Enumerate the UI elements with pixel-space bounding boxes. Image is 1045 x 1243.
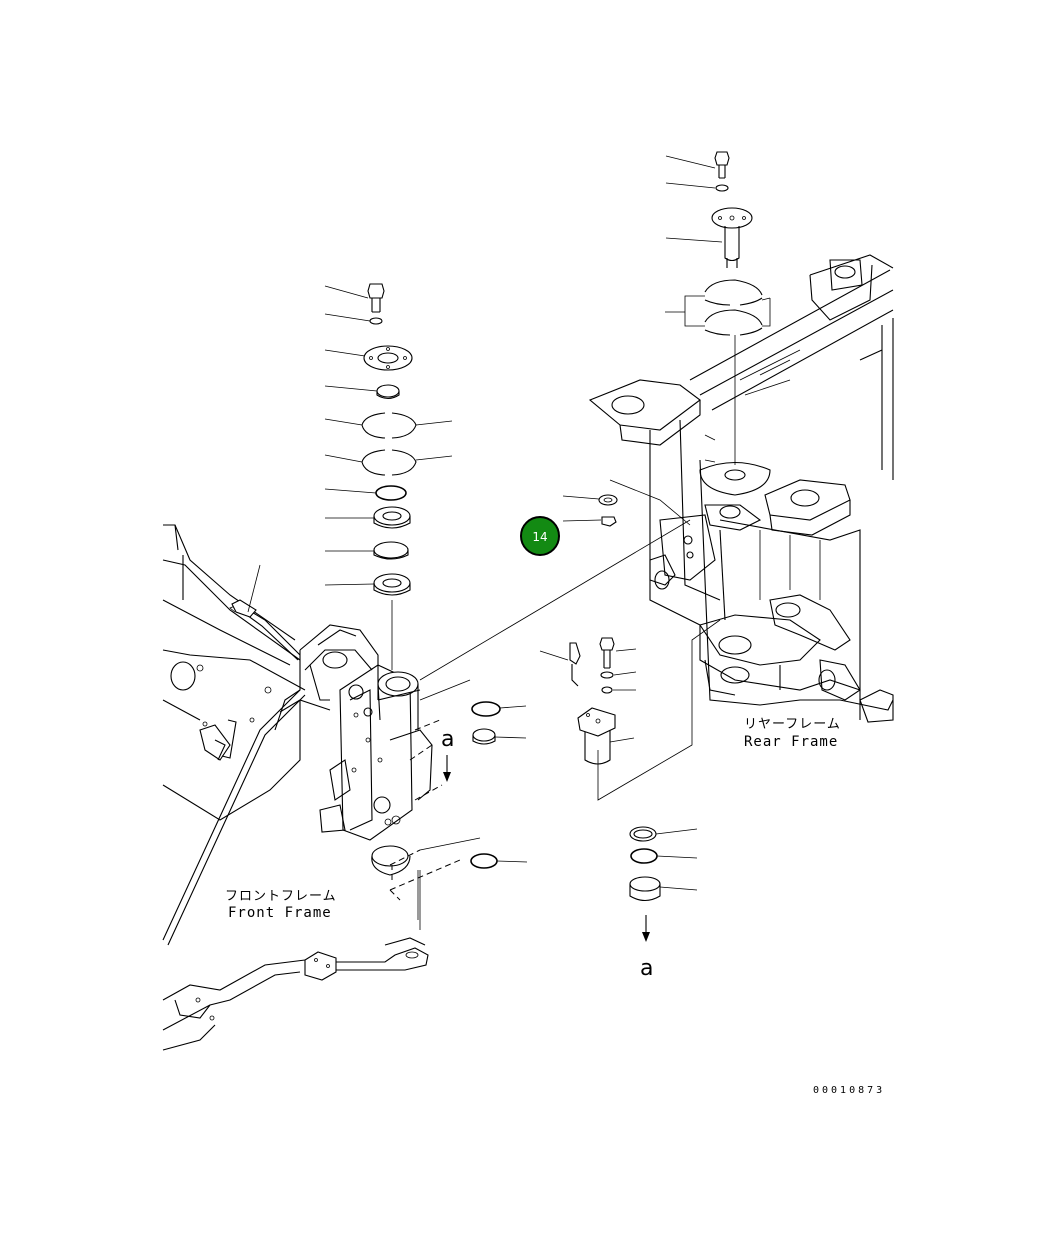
- front-frame-label-jp: フロントフレーム: [225, 889, 337, 904]
- rear-pivot-parts: [704, 151, 763, 465]
- front-pivot-parts: [361, 283, 417, 670]
- front-frame-drawing: [162, 524, 433, 1051]
- front-frame-label-en: Front Frame: [228, 905, 332, 921]
- view-ref-lower: a: [640, 956, 653, 981]
- view-ref-upper: a: [441, 727, 454, 752]
- rear-frame-drawing: [588, 254, 894, 723]
- center-pin-group: [539, 637, 637, 765]
- callout-number: 14: [532, 530, 547, 544]
- rear-frame-label-en: Rear Frame: [744, 734, 838, 750]
- image-number: 00010873: [813, 1085, 885, 1096]
- callout-circle[interactable]: [520, 516, 560, 556]
- rear-frame-label-jp: リヤーフレーム: [744, 717, 841, 732]
- callout-14[interactable]: 14: [520, 516, 560, 556]
